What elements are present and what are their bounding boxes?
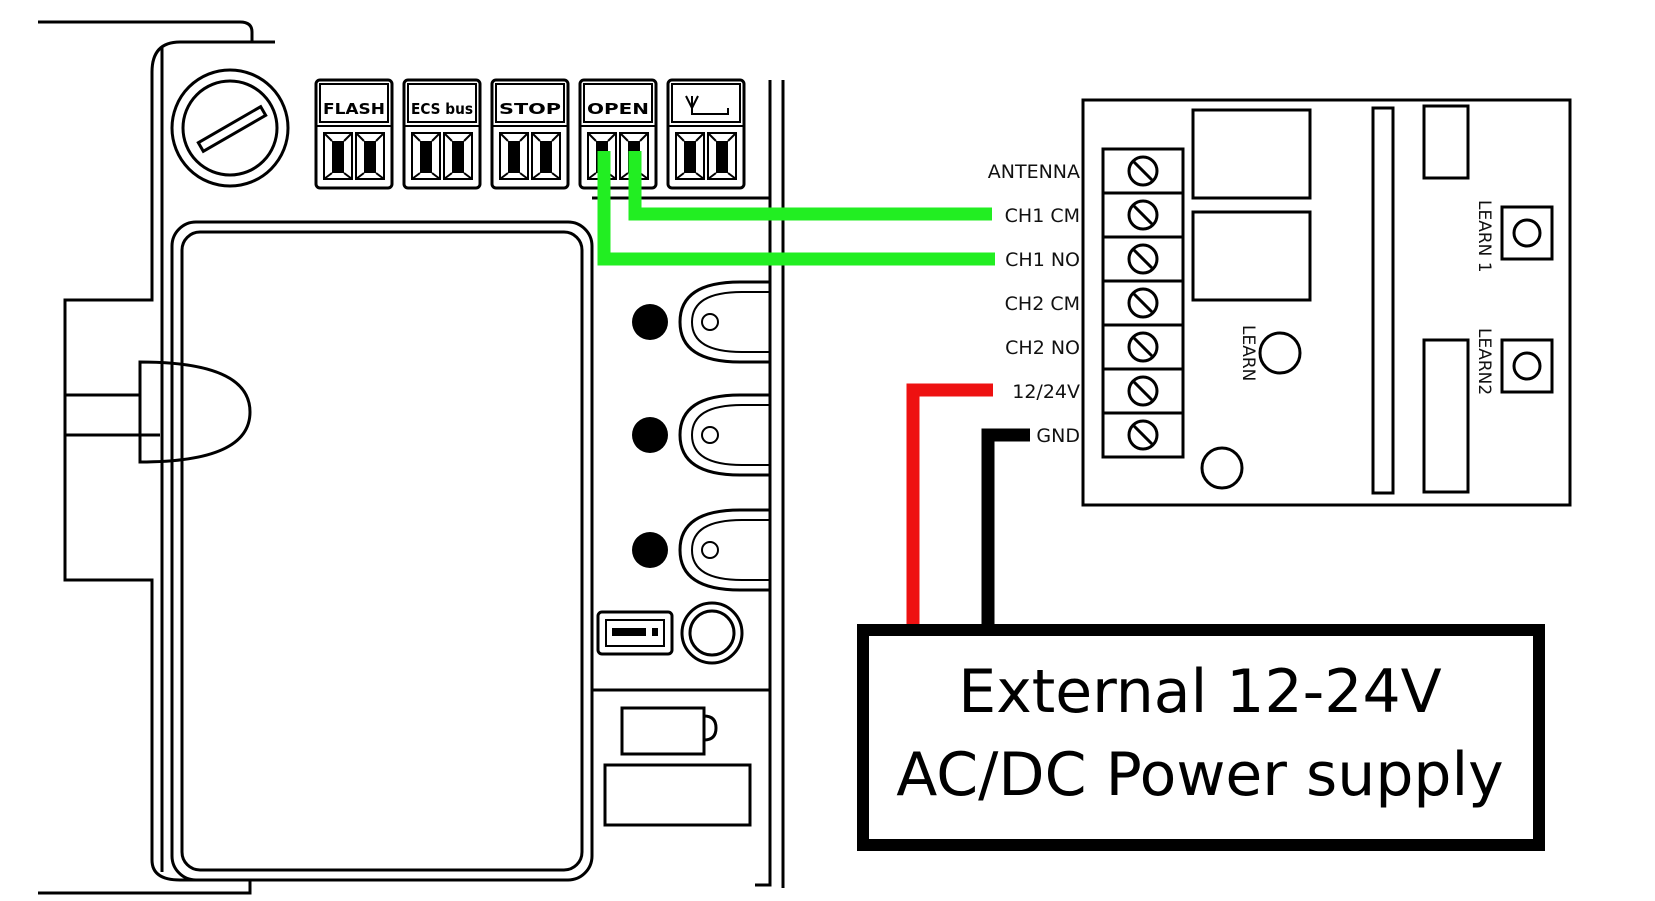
relay-2 bbox=[1191, 210, 1312, 302]
wire-ch1-no bbox=[597, 151, 995, 266]
round-button[interactable] bbox=[680, 601, 744, 665]
terminal-label-ecs-bus: ECS bus bbox=[411, 100, 473, 118]
relay-1 bbox=[1191, 108, 1312, 200]
learn-label: LEARN bbox=[1238, 325, 1258, 381]
psu-line2: AC/DC Power supply bbox=[896, 740, 1503, 810]
pin-label-ch1-cm: CH1 CM bbox=[1005, 205, 1080, 227]
terminal-antenna-symbol bbox=[666, 78, 746, 190]
usb-connector[interactable] bbox=[596, 610, 674, 656]
pin-gnd: GND bbox=[1036, 411, 1183, 451]
button-1[interactable] bbox=[678, 280, 770, 364]
wire-ch1-cm bbox=[628, 151, 992, 221]
pin-label-ch2-no: CH2 NO bbox=[1005, 337, 1080, 359]
antenna-icon bbox=[685, 95, 729, 115]
pin-label-ch1-no: CH1 NO bbox=[1005, 249, 1080, 271]
pin-power: 12/24V bbox=[1012, 367, 1183, 407]
terminal-label-open: OPEN bbox=[587, 100, 649, 118]
learn-button[interactable] bbox=[1258, 331, 1302, 375]
pin-label-power: 12/24V bbox=[1012, 381, 1080, 403]
led-1 bbox=[632, 304, 668, 340]
pin-label-ch2-cm: CH2 CM bbox=[1005, 293, 1080, 315]
receiver-terminal-strip: ANTENNA CH1 CM CH1 NO CH2 CM CH2 NO 12/24V GND bbox=[988, 155, 1183, 451]
terminal-ecs-bus: ECS bus bbox=[402, 78, 482, 190]
terminal-flash: FLASH bbox=[314, 78, 394, 190]
psu-line1: External 12-24V bbox=[958, 657, 1441, 727]
terminal-label-flash: FLASH bbox=[323, 100, 385, 118]
pin-label-gnd: GND bbox=[1036, 425, 1080, 447]
wire-12-24v bbox=[906, 383, 993, 624]
terminal-stop: STOP bbox=[490, 78, 570, 190]
pin-ch1-cm: CH1 CM bbox=[1005, 191, 1183, 231]
terminal-label-stop: STOP bbox=[499, 100, 561, 118]
terminal-open: OPEN bbox=[578, 78, 658, 190]
button-2[interactable] bbox=[678, 393, 770, 477]
mount-hole bbox=[1200, 446, 1244, 490]
power-supply: External 12-24V AC/DC Power supply bbox=[857, 624, 1545, 851]
pin-ch2-no: CH2 NO bbox=[1005, 323, 1183, 363]
controller-terminals: FLASH ECS bus STOP OPEN bbox=[314, 78, 746, 190]
receiver-board: LEARN LEARN 1 LEARN2 bbox=[1081, 98, 1572, 507]
button-3[interactable] bbox=[678, 508, 770, 592]
wire-gnd bbox=[981, 428, 1030, 624]
learn1-button[interactable] bbox=[1500, 205, 1554, 261]
pin-label-antenna: ANTENNA bbox=[988, 161, 1080, 183]
pin-ch2-cm: CH2 CM bbox=[1005, 279, 1183, 319]
learn1-label: LEARN 1 bbox=[1474, 200, 1494, 273]
learn2-label: LEARN2 bbox=[1474, 328, 1494, 395]
pin-ch1-no: CH1 NO bbox=[1005, 235, 1183, 275]
pin-antenna: ANTENNA bbox=[988, 155, 1159, 187]
wires bbox=[597, 151, 1030, 624]
learn2-button[interactable] bbox=[1500, 338, 1554, 394]
led-2 bbox=[632, 417, 668, 453]
controller-board bbox=[38, 20, 785, 895]
led-3 bbox=[632, 532, 668, 568]
